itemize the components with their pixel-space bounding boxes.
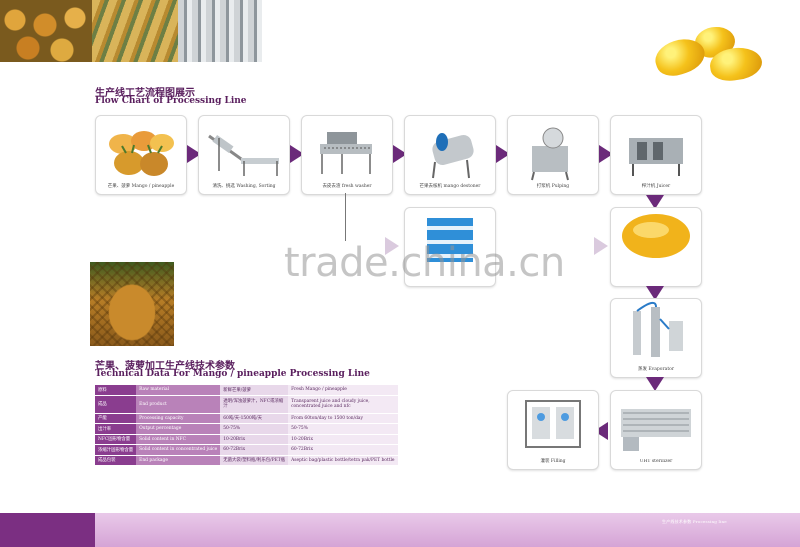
table-cell: 透明/浑浊菠萝汁，NFC或浓缩汁 <box>220 395 288 413</box>
table-cell: 出汁率 <box>95 424 136 435</box>
step-caption: 去皮去渣 fresh washer <box>304 183 390 189</box>
step-caption: 芒果去核机 mango destoner <box>407 183 493 189</box>
pineapple-photo <box>90 262 174 346</box>
footer-text: 生产线技术参数 Processing line <box>662 519 727 525</box>
step-caption: 芒果、菠萝 Mango / pineapple <box>98 183 184 189</box>
table-cell: Fresh Mango / pineapple <box>288 385 397 395</box>
uht-illustration <box>611 391 701 469</box>
step-washing: 清洗、挑选 Washing, Sorting <box>198 115 290 195</box>
step-caption: 榨汁机 Juicer <box>613 183 699 189</box>
table-row: 出汁率 Output percentage 50-75% 50-75% <box>95 424 398 435</box>
machine-photo <box>178 0 262 62</box>
table-cell: Raw material <box>136 385 220 395</box>
step-raw-fruit: 芒果、菠萝 Mango / pineapple <box>95 115 187 195</box>
table-cell: 50-75% <box>220 424 288 435</box>
table-cell: 50-75% <box>288 424 397 435</box>
mango-juice-illustration <box>611 208 701 286</box>
table-cell: Transparent juice and cloudy juice, conc… <box>288 395 397 413</box>
connector-line <box>345 193 346 241</box>
pineapple-photo <box>0 0 92 62</box>
sorting-line-photo <box>92 0 178 62</box>
table-cell: 原料 <box>95 385 136 395</box>
table-row: 浓缩汁固形物含量 Solid content in concentrated j… <box>95 445 398 456</box>
step-caption: 打浆机 Pulping <box>510 183 596 189</box>
step-destoner: 芒果去核机 mango destoner <box>404 115 496 195</box>
step-pulping: 打浆机 Pulping <box>507 115 599 195</box>
table-row: NFC固形物含量 Solid content in NFC 10-20Brix … <box>95 434 398 445</box>
table-cell: 60吨/天-1500吨/天 <box>220 413 288 424</box>
table-cell: Solid content in concentrated juice <box>136 445 220 456</box>
table-cell: Output percentage <box>136 424 220 435</box>
step-evaporator: 蒸发 Evaporator <box>610 298 702 378</box>
tech-title-en: Technical Data For Mango / pineapple Pro… <box>95 369 370 379</box>
footer-accent <box>0 513 95 547</box>
step-filling: 灌装 Filling <box>507 390 599 470</box>
flow-arrow <box>646 377 664 391</box>
step-caption: 灌装 Filling <box>510 458 596 464</box>
table-cell: 产能 <box>95 413 136 424</box>
table-cell: Processing capacity <box>136 413 220 424</box>
step-uht: UHT sterilizer <box>610 390 702 470</box>
table-row: 成品包装 End package 无菌大袋/塑料瓶/利乐包/PET瓶 Asept… <box>95 455 398 466</box>
table-cell: 新鲜芒果/菠萝 <box>220 385 288 395</box>
table-cell: 无菌大袋/塑料瓶/利乐包/PET瓶 <box>220 455 288 466</box>
table-cell: 浓缩汁固形物含量 <box>95 445 136 456</box>
flow-chart-title-en: Flow Chart of Processing Line <box>95 96 247 106</box>
flow-arrow <box>594 237 608 255</box>
table-cell: 10-20Brix <box>288 434 397 445</box>
tech-data-table: 原料 Raw material 新鲜芒果/菠萝 Fresh Mango / pi… <box>95 385 398 466</box>
table-row: 产能 Processing capacity 60吨/天-1500吨/天 Fro… <box>95 413 398 424</box>
table-cell: 10-20Brix <box>220 434 288 445</box>
table-cell: End product <box>136 395 220 413</box>
table-cell: NFC固形物含量 <box>95 434 136 445</box>
table-row: 成品 End product 透明/浑浊菠萝汁，NFC或浓缩汁 Transpar… <box>95 395 398 413</box>
table-cell: 60-72Brix <box>288 445 397 456</box>
table-cell: 成品包装 <box>95 455 136 466</box>
step-caption: 清洗、挑选 Washing, Sorting <box>201 183 287 189</box>
watermark: trade.china.cn <box>284 240 565 286</box>
table-row: 原料 Raw material 新鲜芒果/菠萝 Fresh Mango / pi… <box>95 385 398 395</box>
step-caption: 蒸发 Evaporator <box>613 366 699 372</box>
table-cell: 成品 <box>95 395 136 413</box>
table-cell: From 60ton/day to 1500 ton/day <box>288 413 397 424</box>
step-fresh-washer: 去皮去渣 fresh washer <box>301 115 393 195</box>
table-cell: End package <box>136 455 220 466</box>
table-cell: Aseptic bag/plastic bottle/tetra pak/PET… <box>288 455 397 466</box>
table-cell: 60-72Brix <box>220 445 288 456</box>
step-caption: UHT sterilizer <box>613 459 699 464</box>
table-cell: Solid content in NFC <box>136 434 220 445</box>
step-juice <box>610 207 702 287</box>
step-juicer: 榨汁机 Juicer <box>610 115 702 195</box>
